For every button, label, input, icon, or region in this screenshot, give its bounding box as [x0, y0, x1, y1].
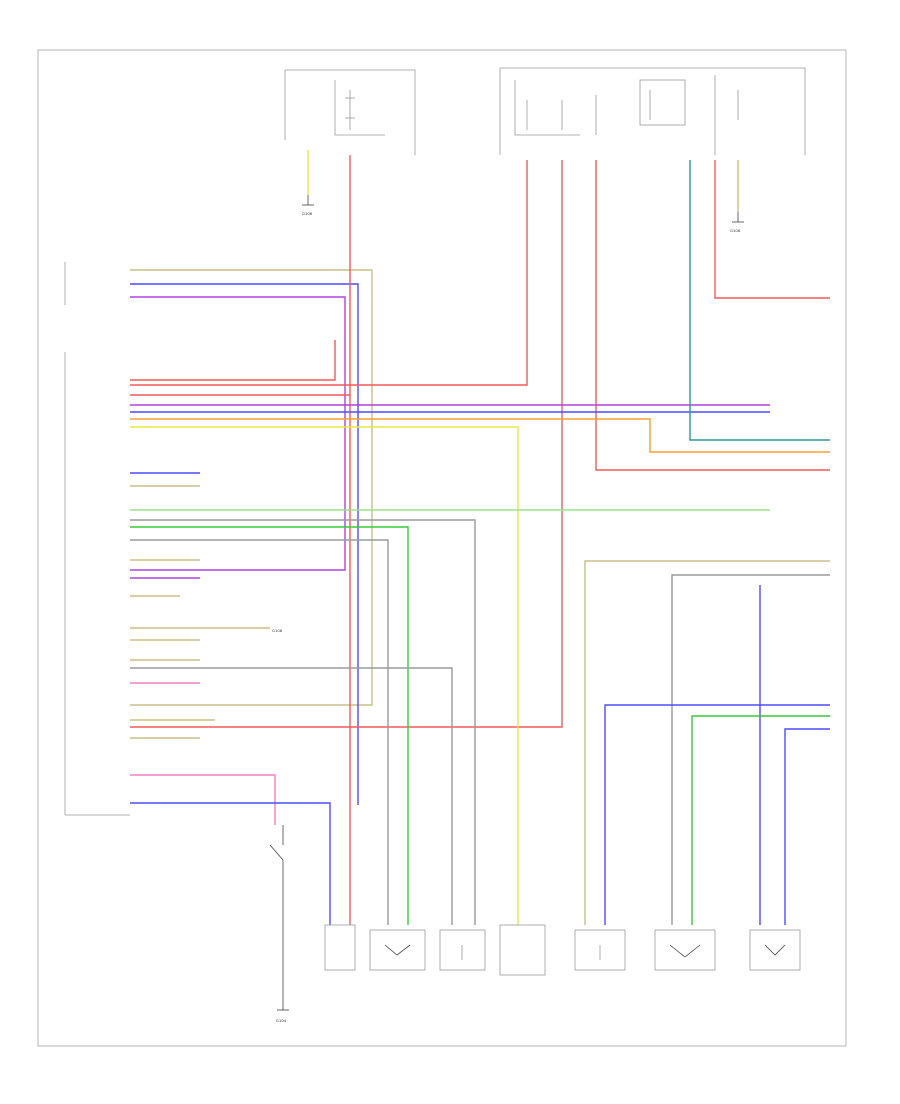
wire-red-d [130, 160, 563, 728]
ground-label-2: G108 [272, 628, 283, 633]
ground-label-1: G106 [302, 211, 313, 216]
wire-gray-right [671, 574, 830, 925]
wire-red-f [714, 160, 830, 299]
left-control-module [64, 352, 130, 816]
top-fuse-box-left [284, 69, 416, 155]
wire-blue-r2 [604, 704, 830, 925]
wire-pink-b [130, 774, 276, 825]
switch-symbol [269, 825, 284, 1005]
bottom-components [324, 924, 801, 976]
wire-red-e [595, 160, 830, 471]
wire-gray-b [130, 539, 389, 925]
ground-symbol-3 [277, 1005, 289, 1011]
wire-gray-a [130, 519, 476, 925]
wire-red-a [130, 340, 336, 381]
wire-teal [689, 160, 830, 441]
ground-label-3: G108 [730, 228, 741, 233]
wire-group [130, 150, 830, 925]
wire-orange [130, 418, 830, 453]
diagram-frame [37, 49, 847, 1047]
wire-green-r2 [691, 715, 830, 925]
ground-label-4: G104 [276, 1018, 287, 1023]
wire-tan-right [584, 560, 830, 925]
wire-blue-r3 [784, 728, 830, 925]
ground-symbol-1 [302, 195, 314, 206]
wire-red-c [130, 160, 528, 386]
wire-violet-top [130, 296, 346, 571]
wire-yellow [130, 426, 519, 925]
wire-blue-top [130, 283, 359, 805]
wire-gray-c [130, 667, 453, 925]
wire-tan-top [130, 269, 373, 706]
ground-symbol-2 [732, 212, 744, 223]
wire-blue-bottom [130, 802, 331, 925]
top-fuse-box-right [499, 67, 806, 155]
wire-green-a [130, 526, 409, 925]
